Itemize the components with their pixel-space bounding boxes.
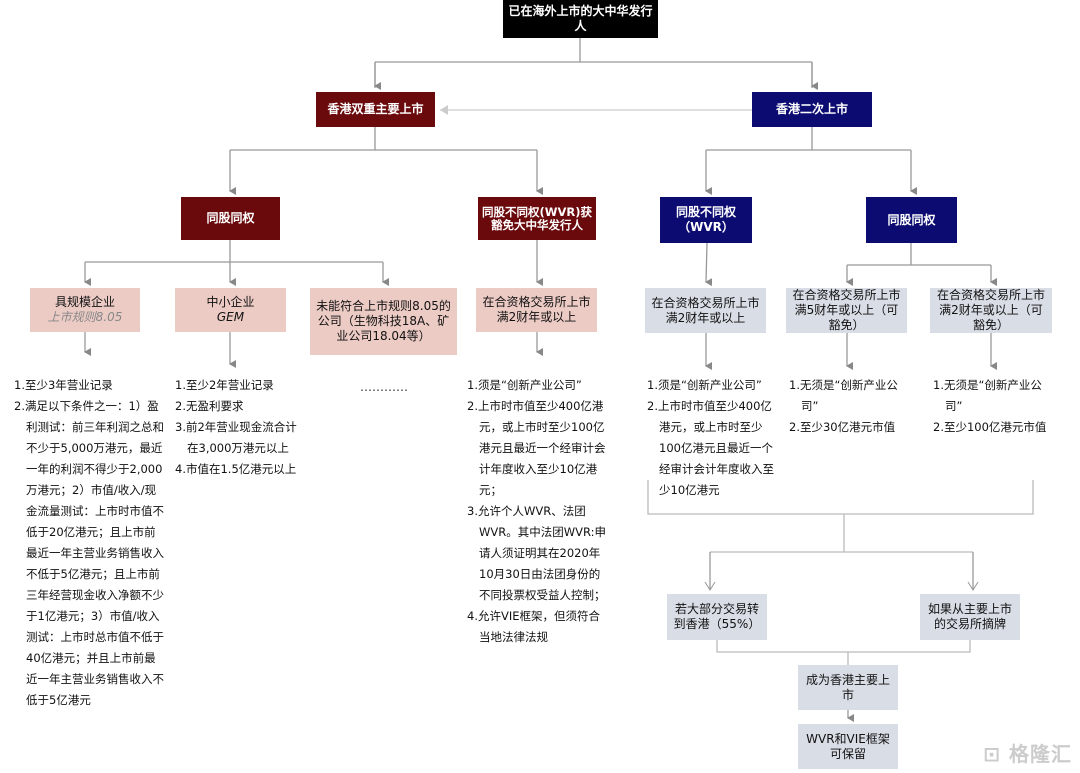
label: 成为香港主要上市	[805, 672, 890, 702]
watermark-text: 格隆汇	[1009, 742, 1072, 766]
label: 同股不同权(WVR)获豁免大中华发行人	[482, 204, 592, 232]
dual-primary-label: 香港双重主要上市	[327, 102, 424, 116]
watermark-logo: ⊡ 格隆汇	[983, 738, 1072, 767]
root-label: 已在海外上市的大中华发行人	[508, 4, 653, 33]
requirement-item: 3.前2年营业现金流合计在3,000万港元以上	[175, 420, 297, 455]
requirement-item: 2.上市时市值至少400亿港元，或上市时至少100亿港元且最近一个经审计会计年度…	[647, 399, 774, 497]
requirement-item: 1.无须是“创新产业公司”	[933, 378, 1042, 413]
requirement-item: 3.允许个人WVR、法团WVR。其中法团WVR:申请人须证明其在2020年10月…	[467, 504, 606, 602]
requirement-item: 4.市值在1.5亿港元以上	[175, 462, 297, 476]
primary-wvr-node: 同股不同权(WVR)获豁免大中华发行人	[478, 197, 596, 240]
label: 在合资格交易所上市满2财年或以上	[482, 295, 591, 324]
secondary-node: 香港二次上市	[752, 92, 872, 127]
requirement-item: 1.至少2年营业记录	[175, 378, 274, 392]
watermark-icon: ⊡	[983, 742, 1002, 766]
label: 同股同权	[206, 211, 255, 225]
label: 未能符合上市规则8.05的公司（生物科技18A、矿业公司18.04等）	[316, 299, 451, 343]
secondary-5yr-requirements: 1.无须是“创新产业公司” 2.至少30亿港元市值	[789, 375, 907, 438]
trading-shift-node: 若大部分交易转到香港（55%）	[667, 594, 767, 640]
requirement-item: 2.至少100亿港元市值	[933, 420, 1047, 434]
label: 同股不同权（WVR）	[675, 205, 736, 234]
label: 若大部分交易转到香港（55%）	[673, 602, 761, 631]
retain-framework-node: WVR和VIE框架可保留	[798, 724, 898, 769]
label: 具规模企业	[54, 295, 115, 309]
requirement-item: 2.上市时市值至少400亿港元，或上市时至少100亿港元且最近一个经审计会计年度…	[467, 399, 606, 497]
requirement-item: 1.须是“创新产业公司”	[647, 378, 762, 392]
label: 在合资格交易所上市满5财年或以上（可豁免）	[792, 288, 901, 332]
label: 如果从主要上市的交易所摘牌	[927, 602, 1012, 631]
label: WVR和VIE框架可保留	[806, 731, 890, 761]
secondary-wvr-node: 同股不同权（WVR）	[660, 197, 752, 243]
requirement-item: 1.至少3年营业记录	[14, 378, 113, 392]
requirement-item: 2.满足以下条件之一：1）盈利测试：前三年利润之总和不少于5,000万港元，最近…	[14, 399, 164, 707]
requirement-item: 2.至少30亿港元市值	[789, 420, 896, 434]
gem-label: GEM	[216, 310, 245, 324]
label: 在合资格交易所上市满2财年或以上	[651, 295, 760, 325]
dual-primary-node: 香港双重主要上市	[316, 92, 435, 127]
requirement-item: 1.无须是“创新产业公司”	[789, 378, 898, 413]
secondary-wvr-condition-node: 在合资格交易所上市满2财年或以上	[645, 288, 766, 333]
root-node: 已在海外上市的大中华发行人	[503, 0, 658, 38]
primary-wvr-requirements: 1.须是“创新产业公司” 2.上市时市值至少400亿港元，或上市时至少100亿港…	[467, 375, 607, 648]
large-requirements: 1.至少3年营业记录 2.满足以下条件之一：1）盈利测试：前三年利润之总和不少于…	[14, 375, 164, 711]
label: 同股同权	[887, 212, 936, 227]
secondary-2yr-requirements: 1.无须是“创新产业公司” 2.至少100亿港元市值	[933, 375, 1051, 438]
other-companies-node: 未能符合上市规则8.05的公司（生物科技18A、矿业公司18.04等）	[310, 288, 457, 355]
label: 中小企业	[206, 295, 255, 309]
ellipsis: …………	[360, 380, 408, 394]
secondary-2yr-condition-node: 在合资格交易所上市满2财年或以上（可豁免）	[930, 288, 1052, 333]
secondary-label: 香港二次上市	[775, 102, 848, 116]
primary-wvr-condition-node: 在合资格交易所上市满2财年或以上	[476, 288, 597, 332]
secondary-wvr-requirements: 1.须是“创新产业公司” 2.上市时市值至少400亿港元，或上市时至少100亿港…	[647, 375, 775, 501]
large-enterprise-node: 具规模企业上市规则8.05	[30, 288, 140, 332]
rule-label: 上市规则8.05	[47, 310, 123, 324]
requirement-item: 2.无盈利要求	[175, 399, 244, 413]
requirement-item: 1.须是“创新产业公司”	[467, 378, 582, 392]
primary-same-rights-node: 同股同权	[181, 197, 280, 240]
requirement-item: 4.允许VIE框架，但须符合当地法律法规	[467, 609, 600, 644]
label: 在合资格交易所上市满2财年或以上（可豁免）	[936, 288, 1045, 332]
sme-requirements: 1.至少2年营业记录 2.无盈利要求 3.前2年营业现金流合计在3,000万港元…	[175, 375, 305, 480]
become-primary-node: 成为香港主要上市	[798, 665, 898, 710]
secondary-5yr-condition-node: 在合资格交易所上市满5财年或以上（可豁免）	[786, 288, 907, 333]
delisting-node: 如果从主要上市的交易所摘牌	[920, 594, 1020, 640]
secondary-same-rights-node: 同股同权	[866, 197, 957, 243]
